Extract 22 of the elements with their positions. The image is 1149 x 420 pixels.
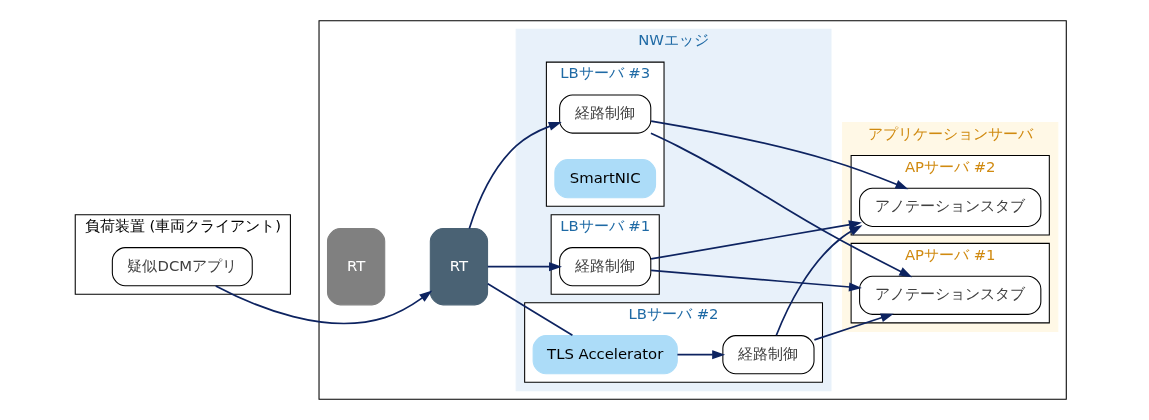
- node-box: 経路制御: [721, 335, 815, 375]
- arrow: [486, 262, 562, 272]
- node-box: アノテーションスタブ: [858, 187, 1041, 227]
- node-box: TLS Accelerator: [532, 335, 678, 375]
- arrow: [214, 285, 432, 325]
- cluster: [318, 20, 1067, 400]
- arrow: [649, 120, 908, 190]
- arrow: [649, 220, 862, 260]
- arrow: [468, 122, 562, 230]
- connector: [486, 282, 573, 337]
- node-box: アノテーションスタブ: [858, 275, 1041, 315]
- arrow: [775, 225, 862, 337]
- node-box: RT: [326, 228, 385, 306]
- node-box: RT: [429, 228, 488, 306]
- node-box: 経路制御: [558, 247, 651, 287]
- arrow: [676, 350, 725, 360]
- arrow: [813, 313, 894, 341]
- node-box: SmartNIC: [553, 159, 656, 199]
- node-box: 疑似DCMアプリ: [111, 247, 253, 287]
- arrow: [649, 132, 912, 278]
- node-box: 経路制御: [558, 94, 651, 134]
- arrow: [649, 269, 862, 292]
